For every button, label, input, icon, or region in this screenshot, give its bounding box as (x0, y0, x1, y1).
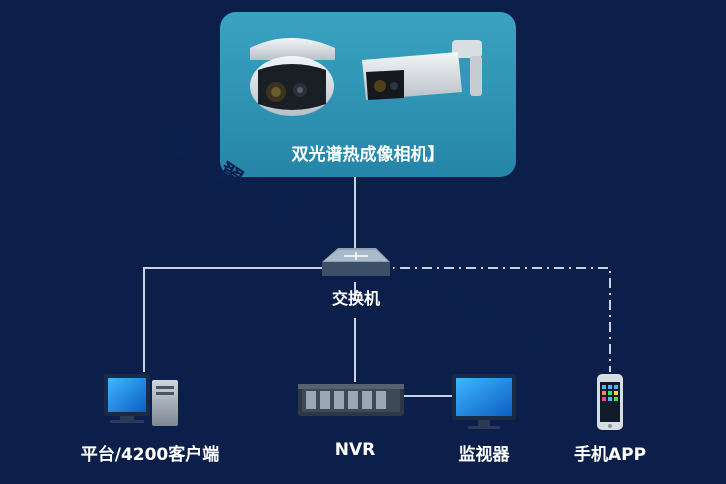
connection-lines (143, 177, 611, 397)
nvr-label: NVR (334, 440, 376, 460)
bullet-camera-icon (362, 40, 482, 100)
monitor-icon (452, 374, 516, 429)
phone-label: 手机APP (573, 445, 647, 465)
switch-label: 交换机 (331, 289, 380, 308)
nvr-device-icon (298, 384, 404, 416)
turret-camera-icon (250, 38, 335, 116)
platform-label: 平台/4200客户端 (80, 445, 220, 465)
monitor-label: 监视器 (458, 445, 510, 465)
camera-box-label: 双光谱热成像相机】 (291, 145, 445, 165)
desktop-computer-icon (104, 374, 178, 426)
network-switch-icon (322, 248, 390, 276)
smartphone-icon (597, 374, 623, 430)
